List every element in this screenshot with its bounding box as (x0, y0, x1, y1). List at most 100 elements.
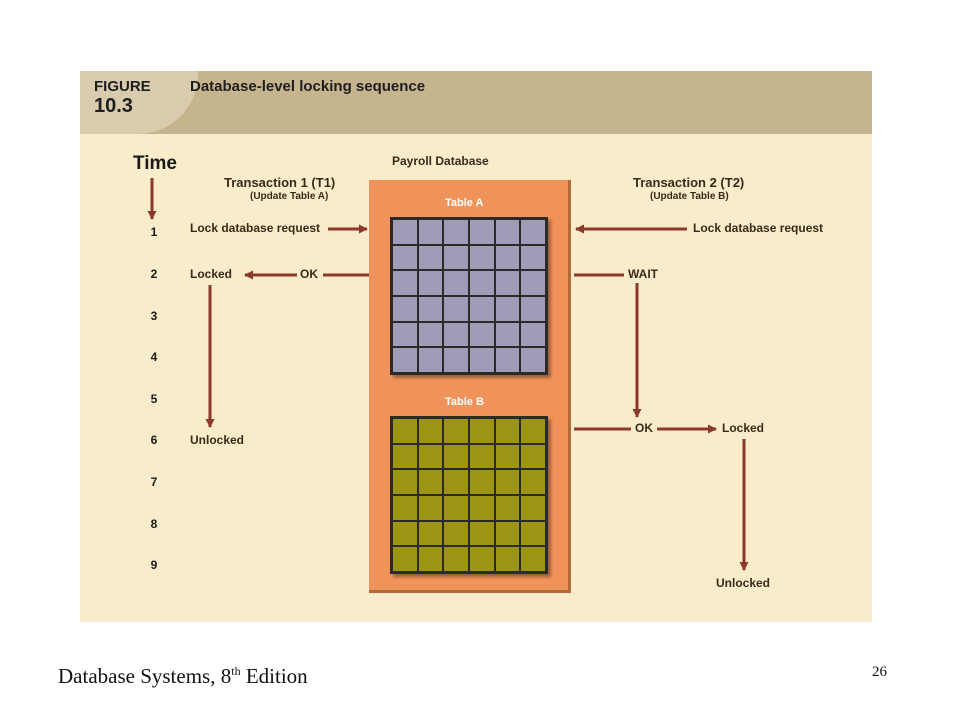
t2-locked-label: Locked (722, 421, 765, 435)
table-cell (392, 520, 418, 547)
table-cell (520, 494, 546, 521)
transaction2-title: Transaction 2 (T2) (633, 175, 745, 190)
table-cell (468, 321, 495, 348)
table-cell (494, 546, 521, 572)
table-cell (392, 494, 418, 521)
table-cell (520, 520, 546, 547)
table-cell (468, 546, 495, 572)
table-cell (520, 418, 546, 444)
table-cell (392, 321, 418, 348)
table-cell (520, 219, 546, 245)
table-cell (494, 295, 521, 322)
time-tick: 1 (150, 225, 158, 239)
t2-wait-label: WAIT (628, 267, 658, 281)
table-cell (392, 443, 418, 470)
table-cell (443, 321, 469, 348)
table-cell (417, 418, 444, 444)
footer-superscript: th (231, 664, 241, 678)
page-number: 26 (872, 664, 887, 680)
table-cell (392, 418, 418, 444)
table-cell (417, 469, 444, 495)
database-title: Payroll Database (392, 154, 489, 168)
table-cell (520, 295, 546, 322)
table-cell (417, 520, 444, 547)
table-cell (392, 244, 418, 271)
time-tick: 8 (150, 517, 158, 531)
table-b-label: Table B (445, 396, 484, 408)
table-cell (494, 219, 521, 245)
table-cell (392, 347, 418, 373)
table-cell (494, 469, 521, 495)
table-cell (392, 546, 418, 572)
table-cell (468, 347, 495, 373)
table-cell (443, 295, 469, 322)
transaction2-subtitle: (Update Table B) (650, 191, 729, 202)
figure-panel: FIGURE 10.3 Database-level locking seque… (80, 71, 872, 622)
table-cell (392, 469, 418, 495)
t2-unlocked-label: Unlocked (716, 576, 771, 590)
table-cell (417, 546, 444, 572)
table-cell (417, 219, 444, 245)
table-cell (417, 347, 444, 373)
table-cell (494, 520, 521, 547)
arrows-layer (147, 178, 749, 571)
table-cell (443, 443, 469, 470)
table-cell (468, 494, 495, 521)
table-cell (494, 270, 521, 296)
table-cell (443, 270, 469, 296)
time-tick: 2 (150, 267, 158, 281)
footer-edition: Edition (240, 664, 308, 688)
table-cell (520, 443, 546, 470)
table-cell (468, 418, 495, 444)
table-cell (520, 244, 546, 271)
time-tick: 5 (150, 392, 158, 406)
table-a-grid (390, 217, 548, 375)
table-cell (443, 418, 469, 444)
table-cell (392, 219, 418, 245)
table-cell (520, 270, 546, 296)
table-cell (468, 443, 495, 470)
t1-unlocked-label: Unlocked (190, 433, 245, 447)
table-cell (417, 443, 444, 470)
table-cell (494, 443, 521, 470)
t1-locked-label: Locked (190, 267, 233, 281)
table-b-grid (390, 416, 548, 574)
t2-lock-request-label: Lock database request (693, 221, 824, 235)
table-cell (443, 546, 469, 572)
figure-header: FIGURE 10.3 Database-level locking seque… (80, 71, 872, 134)
table-cell (494, 418, 521, 444)
table-cell (494, 494, 521, 521)
table-cell (417, 244, 444, 271)
t1-lock-request-label: Lock database request (190, 221, 321, 235)
t1-ok-label: OK (300, 267, 318, 281)
table-cell (417, 270, 444, 296)
table-cell (443, 469, 469, 495)
table-cell (417, 494, 444, 521)
time-tick: 9 (150, 558, 158, 572)
figure-label-number: 10.3 (94, 95, 133, 117)
footer-book-title: Database Systems, 8th Edition (58, 664, 308, 689)
table-cell (468, 520, 495, 547)
figure-title: Database-level locking sequence (190, 78, 426, 95)
table-cell (443, 347, 469, 373)
table-cell (520, 347, 546, 373)
table-cell (494, 244, 521, 271)
footer-book: Database Systems, 8 (58, 664, 232, 688)
time-tick: 7 (150, 475, 158, 489)
time-label: Time (133, 153, 178, 174)
time-tick: 6 (150, 433, 158, 447)
table-cell (468, 270, 495, 296)
transaction1-subtitle: (Update Table A) (250, 191, 329, 202)
transaction1-title: Transaction 1 (T1) (224, 175, 336, 190)
table-cell (468, 219, 495, 245)
time-tick: 3 (150, 309, 158, 323)
table-cell (520, 321, 546, 348)
table-cell (443, 244, 469, 271)
table-cell (443, 494, 469, 521)
table-cell (443, 520, 469, 547)
time-tick: 4 (150, 350, 158, 364)
table-a-label: Table A (445, 197, 484, 209)
table-cell (494, 347, 521, 373)
table-cell (468, 469, 495, 495)
table-cell (392, 295, 418, 322)
